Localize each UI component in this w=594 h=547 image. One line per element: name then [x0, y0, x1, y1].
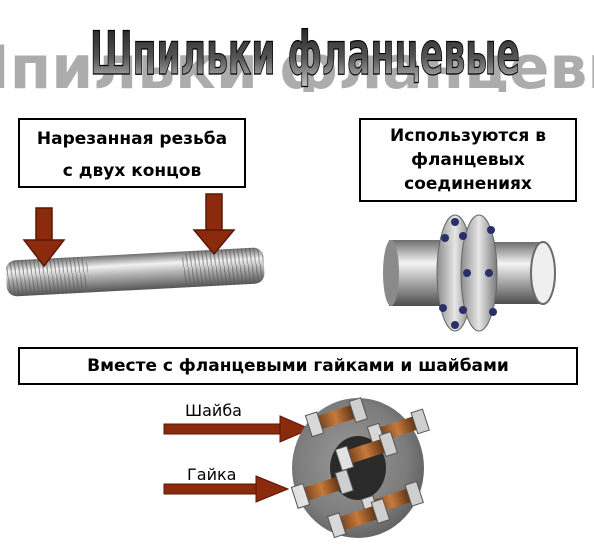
arrow-left-thread	[22, 207, 66, 268]
thread-caption-line2: с двух концов	[62, 161, 202, 181]
callout-arrows	[163, 415, 312, 503]
together-caption-text: Вместе с фланцевыми гайками и шайбами	[87, 356, 509, 376]
thread-caption-line1: Нарезанная резьба	[36, 129, 228, 149]
flange-bolts	[439, 218, 497, 329]
flange-right	[460, 214, 498, 332]
flange-assembly-illustration	[290, 397, 430, 539]
page-title: Шпильки фланцевые Шпильки фланцевые	[0, 18, 594, 92]
arrow-washer	[163, 415, 312, 443]
usage-caption-line1: Используются в	[390, 126, 546, 146]
page-title-shadow: Шпильки фланцевые	[0, 33, 594, 92]
usage-caption-box: Используются в фланцевых соединениях	[359, 118, 577, 202]
arrow-right-thread	[192, 193, 236, 256]
stud-thread-left	[5, 256, 89, 297]
page-title-text: Шпильки фланцевые	[90, 19, 520, 89]
thread-caption-box: Нарезанная резьба с двух концов	[18, 118, 246, 188]
pipe-right-opening	[530, 241, 556, 305]
usage-caption-line3: соединениях	[404, 174, 532, 194]
flange-joint-illustration	[383, 214, 556, 332]
pipe-left-end	[383, 240, 399, 306]
stud-thread-right	[181, 247, 265, 288]
nut-label: Гайка	[187, 465, 237, 484]
washer-label: Шайба	[185, 401, 242, 420]
usage-caption-line2: фланцевых	[411, 150, 525, 170]
arrow-nut	[163, 475, 290, 503]
stud-illustration	[5, 193, 265, 297]
flange-studs-with-nuts	[290, 397, 430, 539]
together-caption-box: Вместе с фланцевыми гайками и шайбами	[18, 347, 578, 385]
